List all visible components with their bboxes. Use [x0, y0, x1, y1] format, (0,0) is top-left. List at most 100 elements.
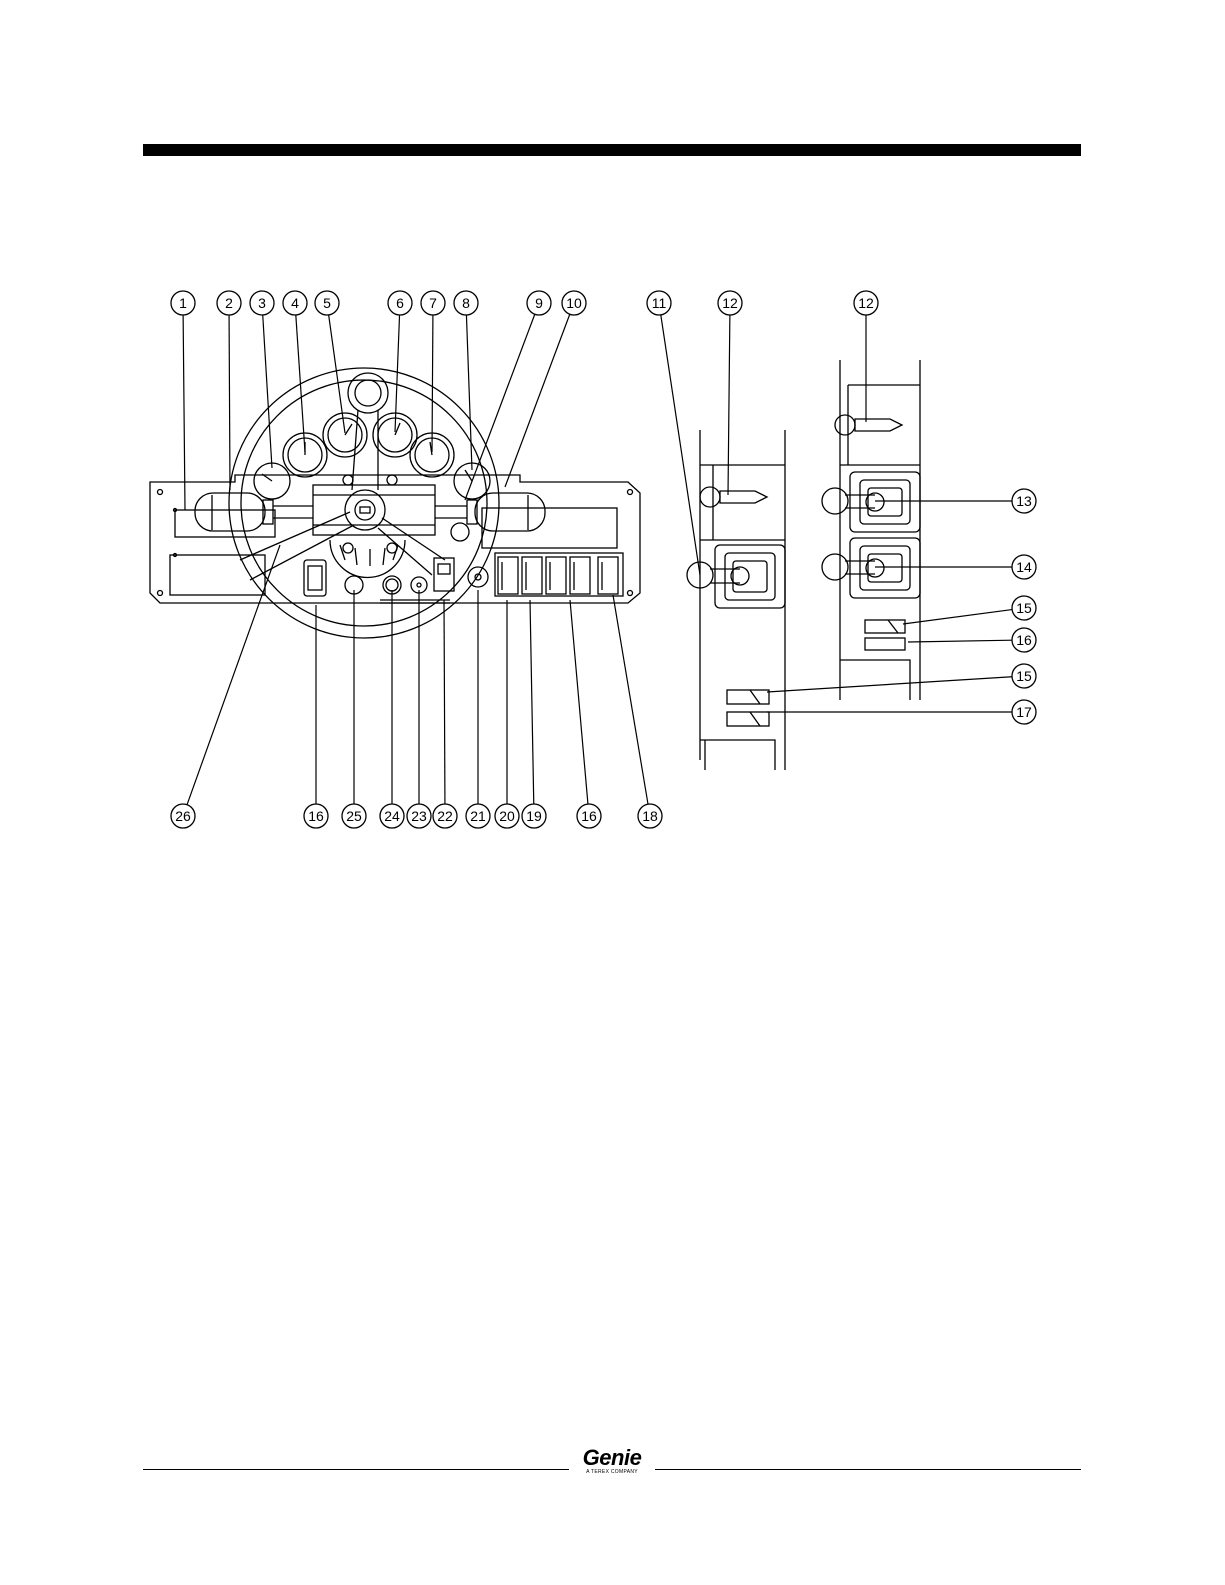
column-base-ticks [340, 545, 398, 566]
callout-10: 10 [505, 291, 586, 487]
callout-number: 16 [1016, 632, 1032, 648]
callout-11: 11 [647, 291, 700, 575]
genie-logo: Genie A TEREX COMPANY [572, 1447, 652, 1475]
callout-number: 21 [470, 808, 486, 824]
callout-number: 11 [652, 295, 667, 311]
callout-number: 26 [175, 808, 191, 824]
gauges [254, 413, 490, 499]
callout-number: 22 [437, 808, 453, 824]
lever-12-right-knob [835, 415, 855, 435]
callout-number: 12 [858, 295, 874, 311]
callout-number: 3 [258, 295, 266, 311]
callout-leader [728, 315, 730, 495]
column-bolt [343, 475, 353, 485]
footer-rule-right [655, 1469, 1081, 1470]
callout-number: 23 [411, 808, 427, 824]
joystick-13-boot-inner [868, 488, 902, 516]
panel-screw [628, 591, 633, 596]
steering-knob-inner [355, 380, 381, 406]
callout-leader [661, 315, 700, 575]
callout-number: 6 [396, 295, 404, 311]
switch-15-mid-face [750, 690, 760, 726]
callout-number: 14 [1016, 559, 1032, 575]
callout-leader [395, 315, 400, 432]
callout-leader [530, 600, 534, 804]
callout-5: 5 [315, 291, 345, 433]
callout-leader [767, 677, 1012, 692]
switch-16-right [865, 638, 905, 650]
panel-screw [158, 490, 163, 495]
lever-12-right-handle [855, 419, 902, 431]
callout-number: 13 [1016, 493, 1032, 509]
console-middle-base [700, 740, 775, 770]
callout-3: 3 [250, 291, 274, 468]
callout-7: 7 [421, 291, 445, 452]
left-lever-grip [195, 493, 265, 531]
column-bolt [387, 475, 397, 485]
steering-spoke-left [240, 512, 354, 580]
callout-9: 9 [465, 291, 551, 500]
steering-wheel-rim [229, 368, 499, 638]
switch-22-face [438, 564, 450, 574]
steering-knob [348, 373, 388, 413]
brand-name: Genie [572, 1447, 652, 1469]
callout-number: 16 [581, 808, 597, 824]
callout-4: 4 [283, 291, 307, 452]
callout-leader [263, 315, 272, 468]
switch-18 [598, 557, 618, 594]
joystick-14-boot-inner [868, 554, 902, 582]
callout-21: 21 [466, 590, 490, 828]
callout-number: 15 [1016, 600, 1032, 616]
callout-20: 20 [495, 600, 519, 828]
callout-number: 7 [429, 295, 437, 311]
column-bolt [343, 543, 353, 553]
panel-screw [628, 490, 633, 495]
callout-number: 9 [535, 295, 543, 311]
callout-leader [570, 600, 588, 804]
lever-12-handle [720, 491, 767, 503]
joystick-11-boot-inner [733, 561, 767, 592]
callout-leader [466, 315, 472, 470]
switch-15-right-face [888, 620, 898, 633]
joystick-13-knob [822, 488, 848, 514]
callout-8: 8 [454, 291, 478, 470]
left-control-lever [175, 493, 313, 537]
callout-number: 20 [499, 808, 515, 824]
callout-15: 15 [767, 664, 1036, 692]
footer-rule-left [143, 1469, 569, 1470]
horn-button [355, 500, 375, 520]
callout-leader [432, 315, 433, 452]
callout-23: 23 [407, 590, 431, 828]
switch-15-right [865, 620, 905, 633]
callout-leader [229, 315, 230, 490]
button-23-inner [417, 583, 421, 587]
callout-17: 17 [767, 700, 1036, 724]
callout-12: 12 [854, 291, 878, 422]
callout-leader [296, 315, 305, 452]
switch-20 [498, 557, 518, 594]
callout-number: 12 [722, 295, 738, 311]
left-lever-shaft [273, 506, 313, 518]
left-lever-label [175, 510, 275, 537]
steering-hub [345, 490, 385, 530]
callout-leader [187, 545, 280, 805]
switch-15-mid [727, 690, 769, 704]
lower-trim [380, 600, 450, 603]
callout-number: 5 [323, 295, 331, 311]
panel-screw [158, 591, 163, 596]
callout-number: 25 [346, 808, 362, 824]
switch-16b [570, 557, 590, 594]
callout-16: 16 [570, 600, 601, 828]
callout-number: 16 [308, 808, 324, 824]
switch-19 [522, 557, 542, 594]
callout-number: 19 [526, 808, 542, 824]
lever-12-knob [700, 487, 720, 507]
console-right-outline [840, 360, 920, 700]
side-console-right [822, 360, 920, 700]
right-lever-shaft [435, 506, 467, 518]
callout-leader [505, 314, 570, 487]
callout-24: 24 [380, 590, 404, 828]
callout-number: 18 [642, 808, 658, 824]
horn-symbol [360, 507, 370, 513]
